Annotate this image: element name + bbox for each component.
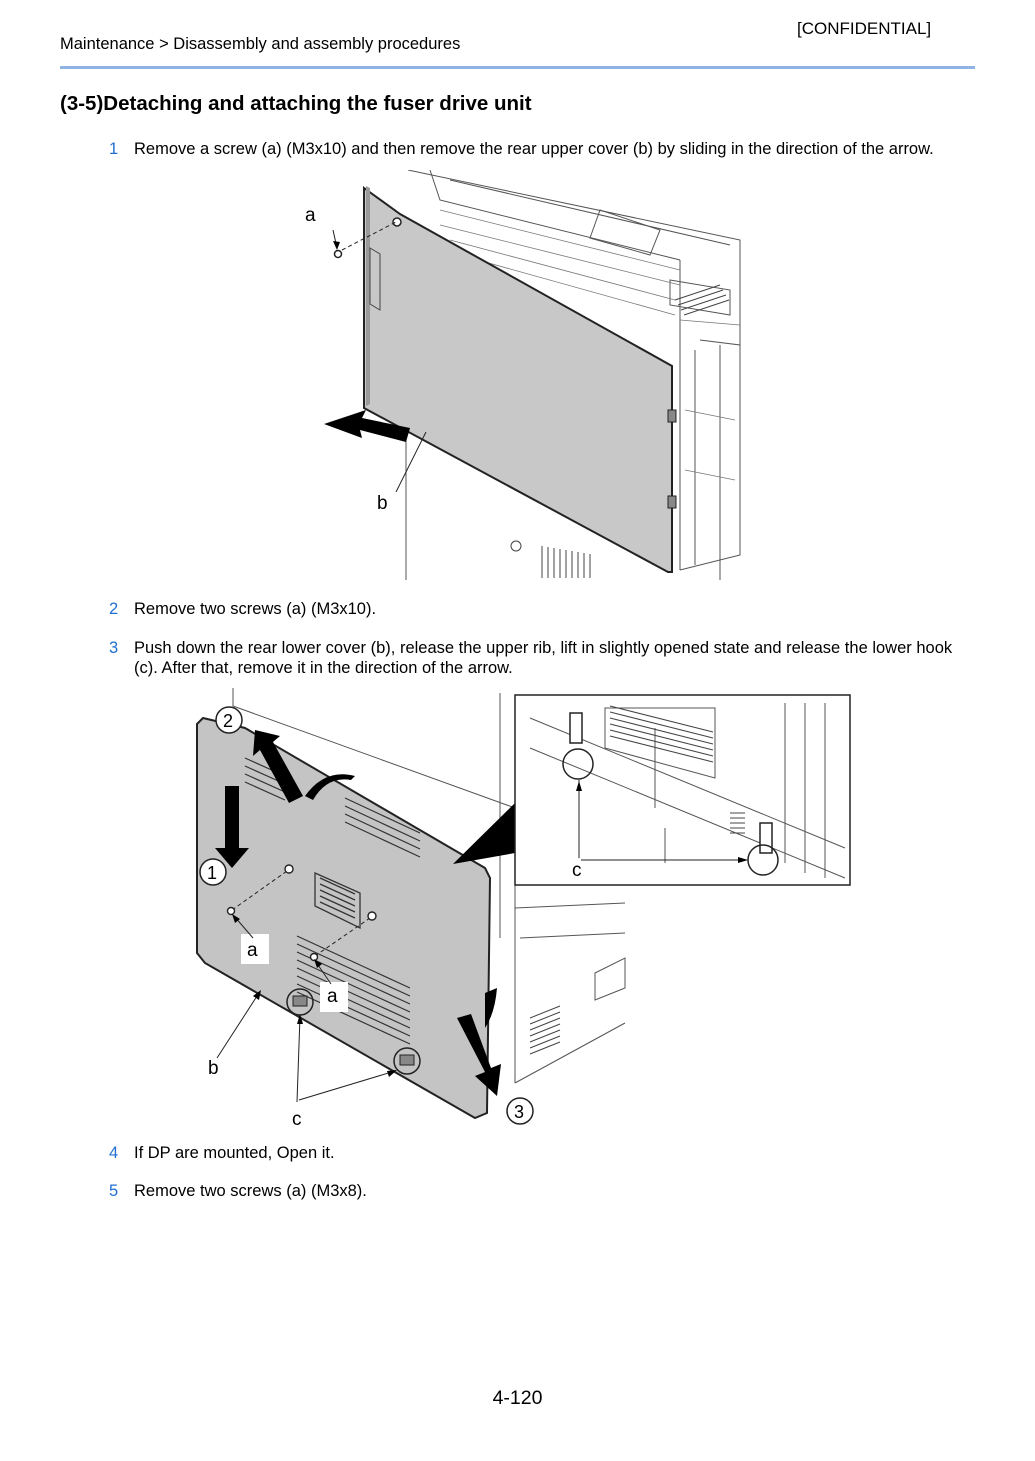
figure2-callout-3: 3 xyxy=(514,1102,524,1122)
figure-rear-upper-cover: a b xyxy=(305,170,741,580)
step-4: 4 If DP are mounted, Open it. xyxy=(109,1143,975,1163)
step-text: Remove two screws (a) (M3x8). xyxy=(134,1182,367,1200)
step-number: 4 xyxy=(109,1144,119,1162)
figure2-label-c-2: c xyxy=(572,860,582,881)
step-number: 3 xyxy=(109,639,119,657)
figure2-label-b: b xyxy=(208,1058,219,1079)
step-3: 3 Push down the rear lower cover (b), re… xyxy=(109,638,975,678)
step-number: 2 xyxy=(109,600,119,618)
step-1: 1 Remove a screw (a) (M3x10) and then re… xyxy=(109,139,975,159)
header-divider xyxy=(60,66,975,69)
step-text: If DP are mounted, Open it. xyxy=(134,1144,335,1162)
figure2-callout-1: 1 xyxy=(207,863,217,883)
confidential-label: [CONFIDENTIAL] xyxy=(797,19,932,38)
step-text: Remove a screw (a) (M3x10) and then remo… xyxy=(134,140,934,158)
figure2-callout-2: 2 xyxy=(223,711,233,731)
figure2-label-a-1: a xyxy=(247,940,258,961)
figure1-label-a: a xyxy=(305,205,316,226)
step-5: 5 Remove two screws (a) (M3x8). xyxy=(109,1181,975,1201)
section-title: (3-5)Detaching and attaching the fuser d… xyxy=(60,92,532,115)
figure-rear-lower-cover: 2 1 3 a a b c c xyxy=(196,688,851,1130)
figure2-label-a-2: a xyxy=(327,986,338,1007)
step-2: 2 Remove two screws (a) (M3x10). xyxy=(109,599,975,619)
figure1-label-b: b xyxy=(377,493,388,514)
page-number: 4-120 xyxy=(492,1387,543,1409)
step-text: Push down the rear lower cover (b), rele… xyxy=(134,639,953,677)
step-number: 5 xyxy=(109,1182,119,1200)
step-number: 1 xyxy=(109,140,119,158)
breadcrumb: Maintenance > Disassembly and assembly p… xyxy=(60,35,461,53)
step-text: Remove two screws (a) (M3x10). xyxy=(134,600,377,618)
figure2-label-c-1: c xyxy=(292,1109,302,1130)
